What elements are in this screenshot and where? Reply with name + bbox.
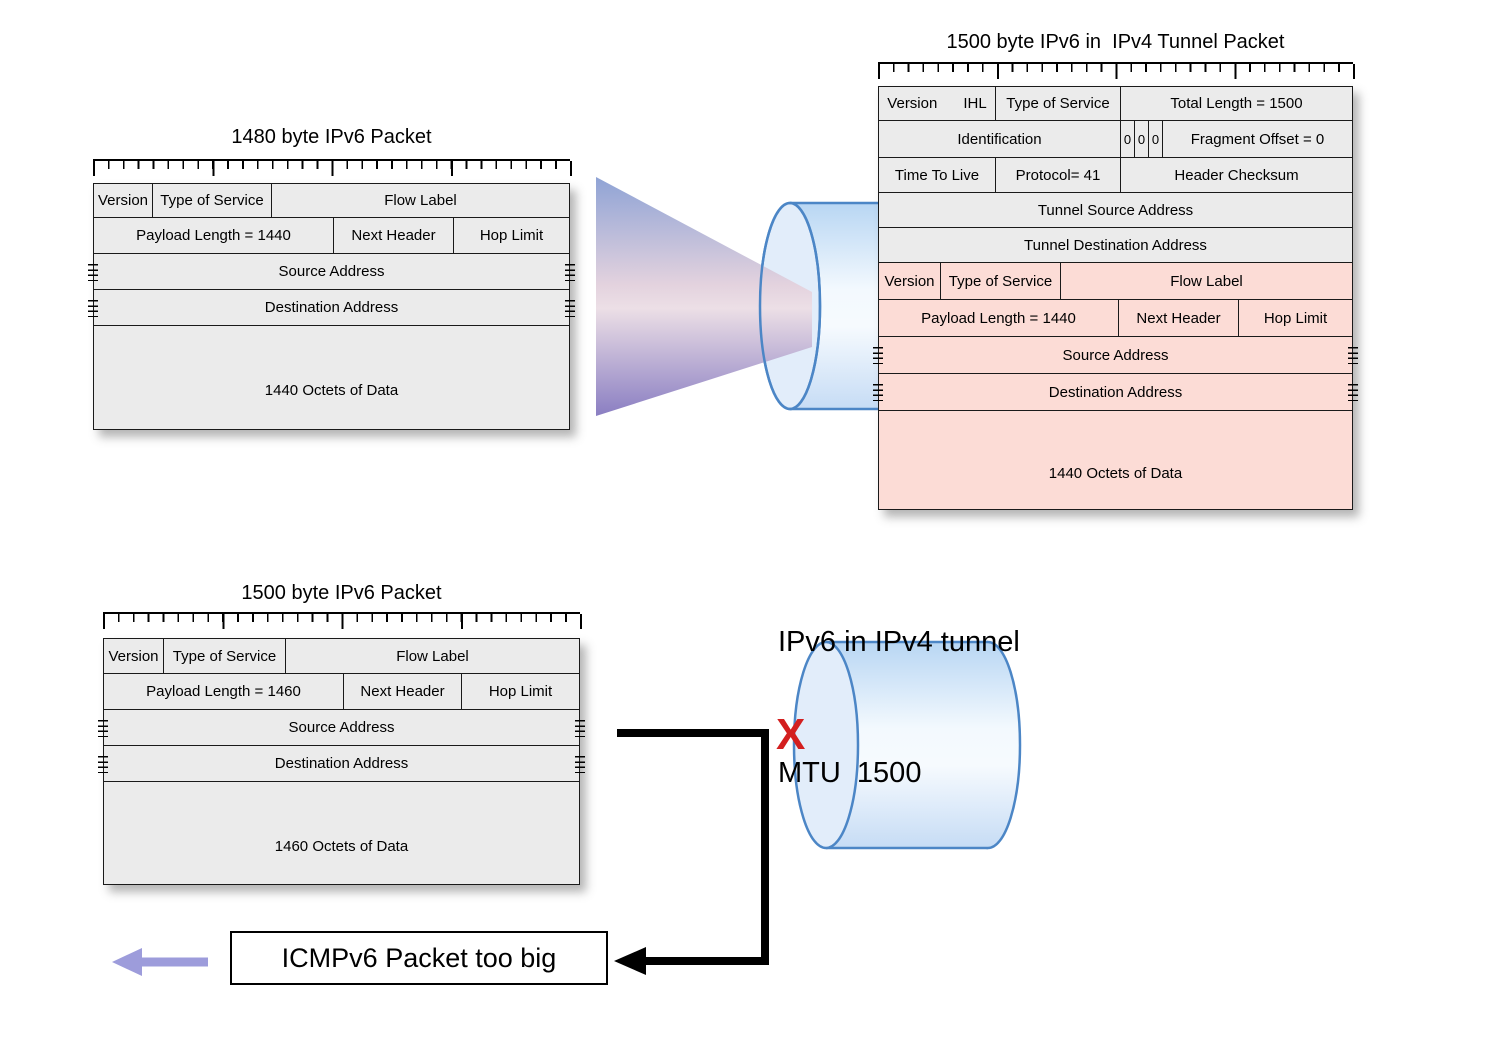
torn-edge-icon — [565, 263, 575, 281]
field-data-octets: 1460 Octets of Data — [104, 782, 579, 884]
field-tos: Type of Service — [164, 639, 286, 673]
field-flag-2: 0 — [1149, 121, 1163, 157]
packet-1500-title: 1500 byte IPv6 Packet — [241, 582, 442, 604]
torn-edge-icon — [98, 719, 108, 737]
field-ipv4-version: Version — [887, 95, 938, 112]
ipv4-tunnel-source-row: Tunnel Source Address — [879, 193, 1352, 228]
field-destination-address: Destination Address — [879, 374, 1352, 410]
torn-edge-icon — [98, 755, 108, 773]
field-version: Version — [104, 639, 164, 673]
field-hop-limit: Hop Limit — [454, 218, 569, 253]
ipv6-header-row1: Version Type of Service Flow Label — [104, 639, 579, 674]
inner-ipv6-source-row: Source Address — [873, 337, 1358, 374]
torn-edge-icon — [88, 263, 98, 281]
torn-edge-icon — [575, 755, 585, 773]
ipv6-destination-row: Destination Address — [98, 746, 585, 782]
tunnel-caption-line1: IPv6 in IPv4 tunnel — [778, 626, 1020, 658]
packet-1500: Version Type of Service Flow Label Paylo… — [98, 638, 585, 885]
field-payload-length: Payload Length = 1440 — [94, 218, 334, 253]
field-header-checksum: Header Checksum — [1121, 158, 1352, 192]
arrowhead-left-icon — [112, 948, 142, 976]
field-payload-length: Payload Length = 1440 — [879, 300, 1119, 336]
field-next-header: Next Header — [344, 674, 462, 709]
torn-edge-icon — [873, 347, 883, 364]
ipv4-header-row2: Identification 0 0 0 Fragment Offset = 0 — [879, 121, 1352, 158]
field-version: Version — [879, 263, 941, 299]
field-tos: Type of Service — [941, 263, 1061, 299]
ipv6-destination-row: Destination Address — [88, 290, 575, 326]
packet-1480-title: 1480 byte IPv6 Packet — [231, 126, 432, 148]
field-data-octets: 1440 Octets of Data — [94, 326, 569, 429]
bit-ruler-1480 — [93, 159, 572, 176]
ipv4-tunnel-destination-row: Tunnel Destination Address — [879, 228, 1352, 263]
field-flag-1: 0 — [1135, 121, 1149, 157]
packet-too-big-path — [614, 729, 769, 975]
ipv6-data-row: 1460 Octets of Data — [104, 782, 579, 884]
field-destination-address: Destination Address — [94, 290, 569, 325]
torn-edge-icon — [575, 719, 585, 737]
field-protocol: Protocol= 41 — [996, 158, 1121, 192]
tunnel-mouth-rim — [758, 201, 822, 411]
field-hop-limit: Hop Limit — [1239, 300, 1352, 336]
field-destination-address: Destination Address — [104, 746, 579, 781]
torn-edge-icon — [1348, 347, 1358, 364]
ipv6-source-row: Source Address — [98, 710, 585, 746]
ipv6-header-row1: Version Type of Service Flow Label — [94, 184, 569, 218]
torn-edge-icon — [565, 299, 575, 317]
ipv6-data-row: 1440 Octets of Data — [94, 326, 569, 429]
field-source-address: Source Address — [94, 254, 569, 289]
field-source-address: Source Address — [104, 710, 579, 745]
tunnel-cylinder-bottom — [792, 640, 1022, 850]
torn-edge-icon — [88, 299, 98, 317]
inner-ipv6-destination-row: Destination Address — [873, 374, 1358, 411]
field-total-length: Total Length = 1500 — [1121, 87, 1352, 120]
icmp-return-arrow — [112, 948, 208, 976]
ipv4-header-row1: Version IHL Type of Service Total Length… — [879, 87, 1352, 121]
field-version: Version — [94, 184, 153, 217]
field-tunnel-source: Tunnel Source Address — [879, 193, 1352, 227]
field-fragment-offset: Fragment Offset = 0 — [1163, 121, 1352, 157]
tunnel-packet: Version IHL Type of Service Total Length… — [873, 86, 1358, 510]
field-hop-limit: Hop Limit — [462, 674, 579, 709]
field-flow-label: Flow Label — [272, 184, 569, 217]
encapsulation-funnel — [596, 177, 812, 416]
ipv4-header-row3: Time To Live Protocol= 41 Header Checksu… — [879, 158, 1352, 193]
field-identification: Identification — [879, 121, 1121, 157]
tunnel-caption: IPv6 in IPv4 tunnel MTU 1500 — [778, 534, 1020, 882]
field-source-address: Source Address — [879, 337, 1352, 373]
field-version-ihl: Version IHL — [879, 87, 996, 120]
field-flag-0: 0 — [1121, 121, 1135, 157]
field-ipv4-tos: Type of Service — [996, 87, 1121, 120]
field-tunnel-destination: Tunnel Destination Address — [879, 228, 1352, 262]
field-next-header: Next Header — [1119, 300, 1239, 336]
inner-ipv6-row2: Payload Length = 1440 Next Header Hop Li… — [879, 300, 1352, 337]
field-ipv4-ihl: IHL — [963, 95, 987, 112]
field-data-octets: 1440 Octets of Data — [879, 411, 1352, 509]
icmpv6-too-big-label: ICMPv6 Packet too big — [281, 942, 557, 973]
ipv6-header-row2: Payload Length = 1460 Next Header Hop Li… — [104, 674, 579, 710]
field-tos: Type of Service — [153, 184, 272, 217]
inner-ipv6-row1: Version Type of Service Flow Label — [879, 263, 1352, 300]
field-flow-label: Flow Label — [1061, 263, 1352, 299]
tunnel-packet-title: 1500 byte IPv6 in IPv4 Tunnel Packet — [946, 31, 1285, 53]
torn-edge-icon — [1348, 384, 1358, 401]
inner-ipv6-data-row: 1440 Octets of Data — [879, 411, 1352, 509]
field-payload-length: Payload Length = 1460 — [104, 674, 344, 709]
icmpv6-too-big-box: ICMPv6 Packet too big — [230, 931, 608, 985]
bit-ruler-1500 — [103, 612, 582, 629]
torn-edge-icon — [873, 384, 883, 401]
field-ttl: Time To Live — [879, 158, 996, 192]
rejected-x-mark: X — [776, 710, 806, 759]
packet-1480: Version Type of Service Flow Label Paylo… — [88, 183, 575, 430]
arrowhead-to-icmp-icon — [614, 947, 646, 975]
field-flow-label: Flow Label — [286, 639, 579, 673]
bit-ruler-tunnel — [878, 62, 1355, 79]
tunnel-caption-line2: MTU 1500 — [778, 756, 922, 789]
ipv6-header-row2: Payload Length = 1440 Next Header Hop Li… — [94, 218, 569, 254]
field-next-header: Next Header — [334, 218, 454, 253]
ipv6-source-row: Source Address — [88, 254, 575, 290]
